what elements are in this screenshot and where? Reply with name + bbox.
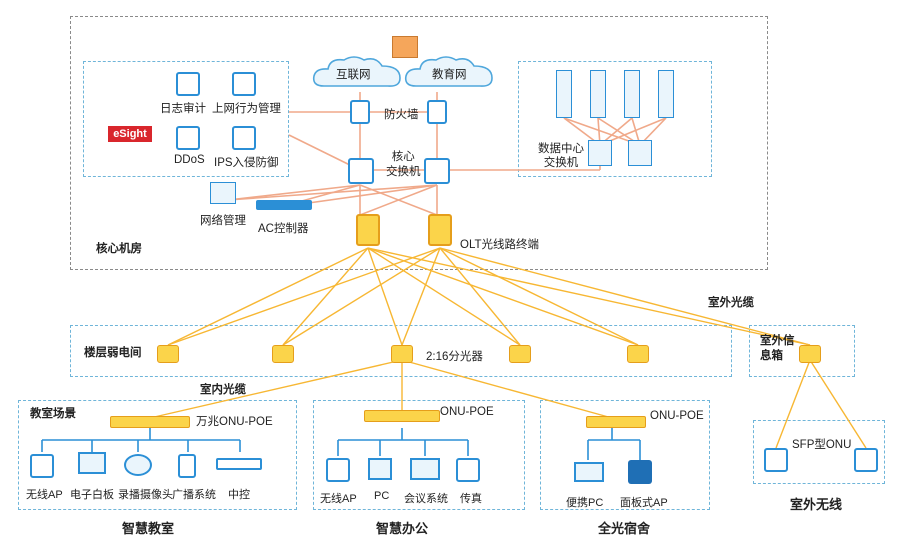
ddos-label: DDoS bbox=[174, 154, 205, 166]
splitter-icon bbox=[799, 345, 821, 363]
dc-switch-label: 数据中心 交换机 bbox=[538, 143, 584, 169]
office-item: 无线AP bbox=[320, 493, 357, 505]
splitter-label: 2:16分光器 bbox=[426, 351, 483, 363]
internet-label: 互联网 bbox=[336, 69, 371, 81]
server-icon bbox=[556, 70, 572, 118]
floor-room-label: 楼层弱电间 bbox=[84, 347, 142, 359]
dorm-item: 便携PC bbox=[566, 497, 604, 509]
core-switch-icon bbox=[424, 158, 450, 184]
central-control-icon bbox=[216, 458, 262, 470]
ddos-icon bbox=[176, 126, 200, 150]
office-caption: 智慧办公 bbox=[376, 521, 429, 536]
office-onu-label: ONU-POE bbox=[440, 406, 494, 418]
firewall-label: 防火墙 bbox=[384, 109, 419, 121]
server-icon bbox=[658, 70, 674, 118]
edu-net-cloud-icon bbox=[404, 56, 493, 87]
esight-logo: eSight bbox=[108, 126, 152, 142]
ac-controller-icon bbox=[256, 200, 312, 210]
panel-ap-icon bbox=[628, 460, 652, 484]
log-audit-icon bbox=[176, 72, 200, 96]
olt-icon bbox=[356, 214, 380, 246]
outdoor-box-label: 室外信 息箱 bbox=[760, 335, 795, 362]
indoor-cable-label: 室内光缆 bbox=[200, 384, 246, 396]
log-audit-label: 日志审计 bbox=[160, 103, 206, 115]
splitter-icon bbox=[627, 345, 649, 363]
outdoor-box-frame bbox=[749, 325, 855, 377]
dorm-onu-label: ONU-POE bbox=[650, 410, 704, 422]
camera-icon bbox=[124, 454, 152, 476]
wireless-ap-icon bbox=[30, 454, 54, 478]
classroom-caption: 智慧教室 bbox=[122, 521, 175, 536]
classroom-item: 广播系统 bbox=[172, 489, 216, 501]
classroom-frame bbox=[18, 400, 297, 510]
classroom-item: 无线AP bbox=[26, 489, 63, 501]
laptop-icon bbox=[574, 462, 604, 482]
pc-icon bbox=[368, 458, 392, 480]
onu-icon bbox=[586, 416, 646, 428]
mgmt-frame bbox=[83, 61, 289, 177]
whiteboard-icon bbox=[78, 452, 106, 474]
wireless-ap-icon bbox=[326, 458, 350, 482]
fax-icon bbox=[456, 458, 480, 482]
network-mgmt-label: 网络管理 bbox=[200, 215, 246, 227]
firewall-icon bbox=[350, 100, 370, 124]
classroom-item: 录播摄像头 bbox=[118, 489, 173, 501]
dc-switch-icon bbox=[588, 140, 612, 166]
core-room-title: 核心机房 bbox=[96, 243, 142, 255]
classroom-item: 电子白板 bbox=[70, 489, 114, 501]
firewall-icon bbox=[427, 100, 447, 124]
core-switch-label: 核心 交换机 bbox=[386, 151, 421, 178]
dc-switch-icon bbox=[628, 140, 652, 166]
dorm-item: 面板式AP bbox=[620, 497, 668, 509]
classroom-onu-label: 万兆ONU-POE bbox=[196, 416, 273, 428]
conference-icon bbox=[410, 458, 440, 480]
ips-icon bbox=[232, 126, 256, 150]
outdoor-onu-frame bbox=[753, 420, 885, 484]
ips-label: IPS入侵防御 bbox=[214, 157, 279, 169]
outdoor-caption: 室外无线 bbox=[790, 497, 843, 512]
sfp-onu-icon bbox=[764, 448, 788, 472]
core-switch-icon bbox=[348, 158, 374, 184]
broadcast-icon bbox=[178, 454, 196, 478]
dorm-caption: 全光宿舍 bbox=[598, 521, 651, 536]
office-item: 传真 bbox=[460, 493, 482, 505]
behavior-mgmt-label: 上网行为管理 bbox=[212, 103, 281, 115]
olt-label: OLT光线路终端 bbox=[460, 239, 540, 251]
server-icon bbox=[624, 70, 640, 118]
splitter-icon bbox=[509, 345, 531, 363]
internet-cloud-icon bbox=[312, 56, 401, 87]
office-frame bbox=[313, 400, 525, 510]
classroom-scene-label: 教室场景 bbox=[30, 408, 76, 420]
sfp-onu-icon bbox=[854, 448, 878, 472]
dorm-frame bbox=[540, 400, 710, 510]
network-mgmt-icon bbox=[210, 182, 236, 204]
box-icon bbox=[392, 36, 418, 58]
splitter-icon bbox=[272, 345, 294, 363]
office-item: 会议系统 bbox=[404, 493, 448, 505]
server-icon bbox=[590, 70, 606, 118]
outdoor-onu-label: SFP型ONU bbox=[792, 439, 852, 451]
olt-icon bbox=[428, 214, 452, 246]
datacenter-frame bbox=[518, 61, 712, 177]
onu-icon bbox=[110, 416, 190, 428]
onu-icon bbox=[364, 410, 440, 422]
behavior-mgmt-icon bbox=[232, 72, 256, 96]
splitter-icon bbox=[391, 345, 413, 363]
ac-controller-label: AC控制器 bbox=[258, 223, 309, 235]
floor-room-frame bbox=[70, 325, 732, 377]
classroom-item: 中控 bbox=[228, 489, 250, 501]
edu-net-label: 教育网 bbox=[432, 69, 467, 81]
core-room-frame bbox=[70, 16, 768, 270]
office-item: PC bbox=[374, 490, 390, 502]
outdoor-cable-label: 室外光缆 bbox=[708, 297, 754, 309]
splitter-icon bbox=[157, 345, 179, 363]
